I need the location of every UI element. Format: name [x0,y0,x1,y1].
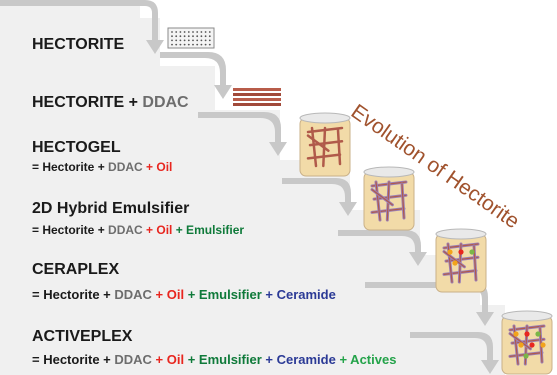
step-title-3: HECTOGEL [32,139,121,156]
step-formula-3: = Hectorite + DDAC + Oil [32,160,172,174]
ceraplex-jar-icon [435,228,487,293]
activeplex-jar-icon [501,310,553,375]
step-formula-6: = Hectorite + DDAC + Oil + Emulsifier + … [32,352,396,367]
step-title-1: HECTORITE [32,36,124,53]
step-title-4: 2D Hybrid Emulsifier [32,200,189,217]
step-formula-4: = Hectorite + DDAC + Oil + Emulsifier [32,223,244,237]
step-formula-5: = Hectorite + DDAC + Oil + Emulsifier + … [32,287,336,302]
step-title-6: ACTIVEPLEX [32,328,133,345]
step-title-5: CERAPLEX [32,261,119,278]
step-title-2: HECTORITE + DDAC [32,94,189,111]
staircase-background [0,0,505,375]
emulsifier-jar-icon [363,166,415,231]
layered-stack-icon [233,88,281,106]
gel-jar-icon [299,112,351,177]
hectorite-block-icon [167,27,215,49]
